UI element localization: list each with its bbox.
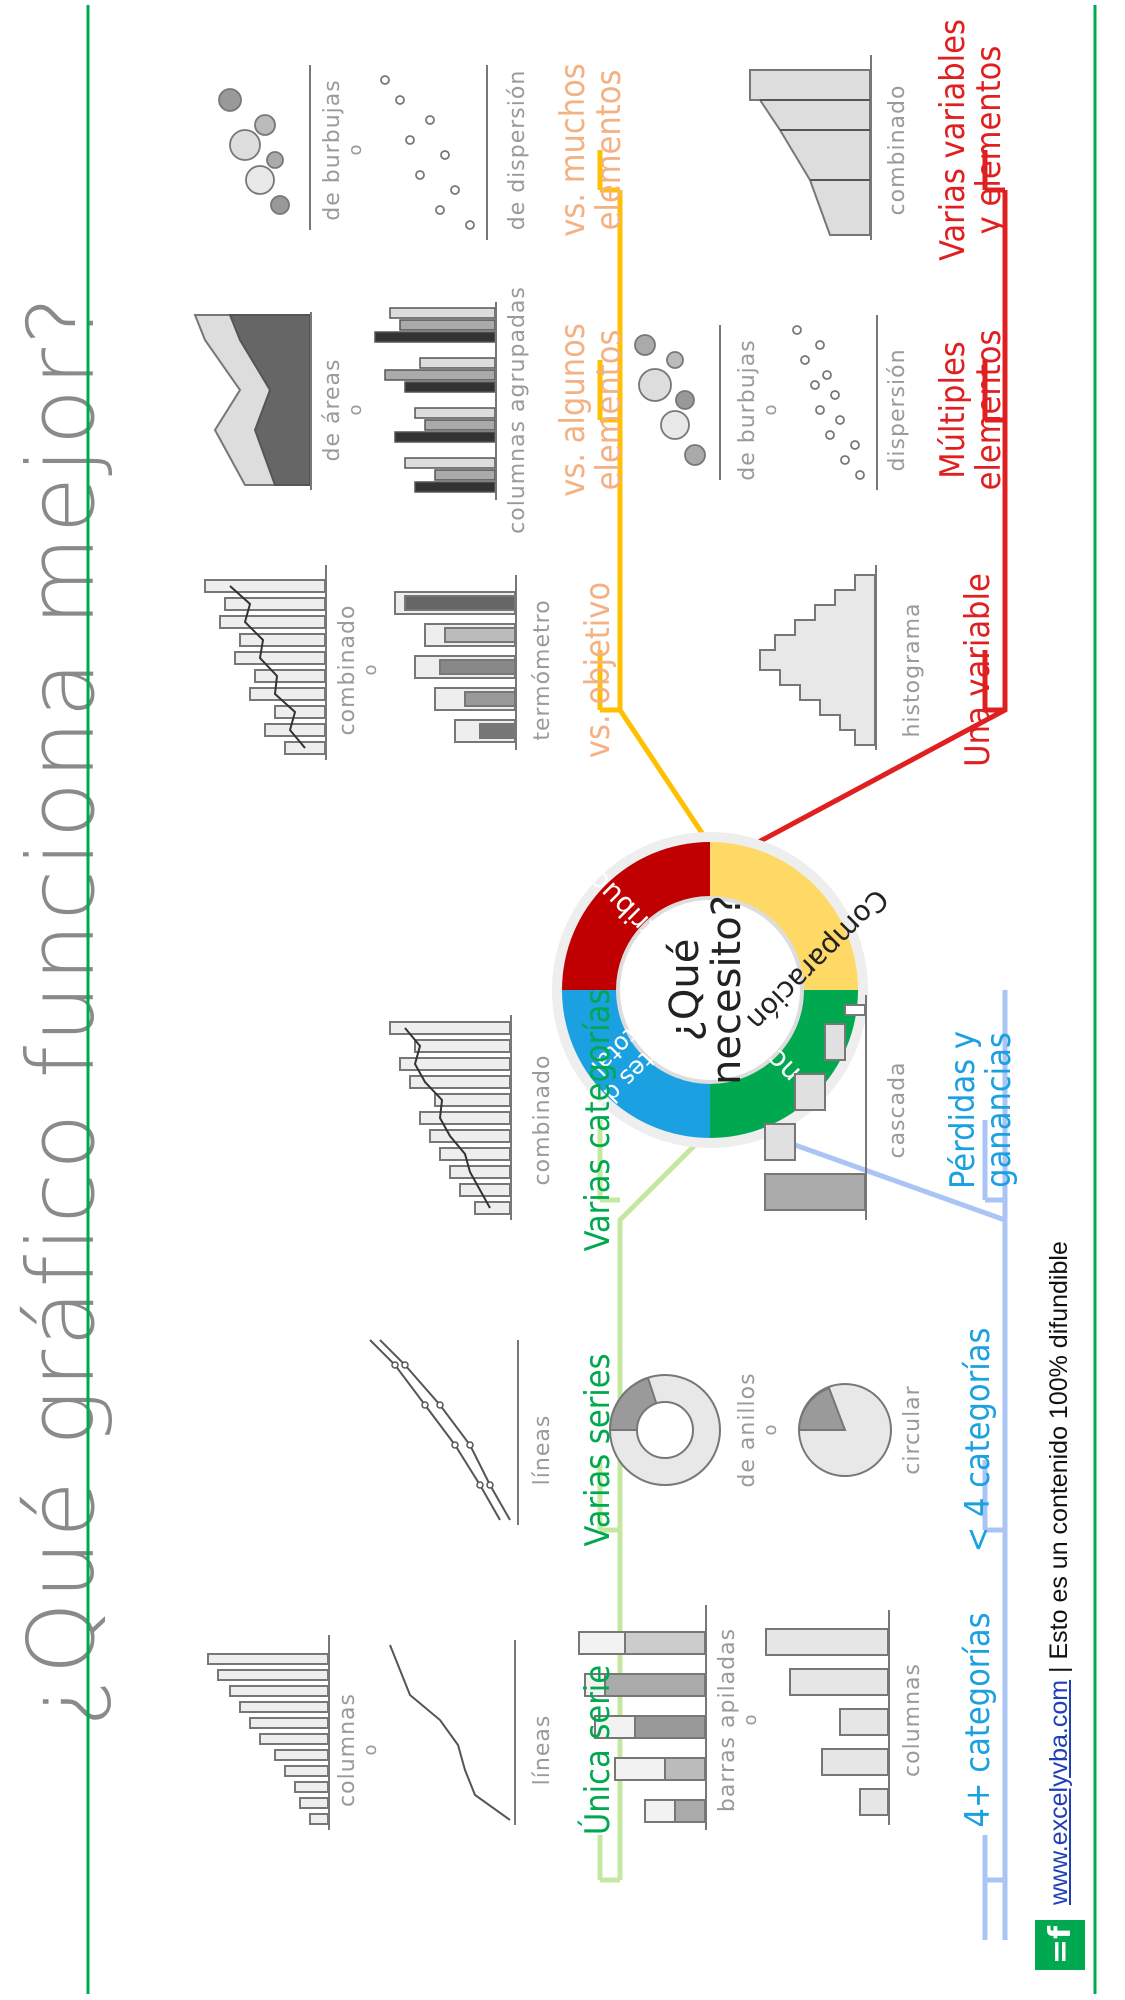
chart-combinado-tendencia-icon bbox=[389, 1015, 512, 1220]
chart-circular-icon bbox=[797, 1383, 892, 1477]
comparacion-connectors bbox=[597, 150, 723, 862]
footer-text: www.excelyvba.com | Esto es un contenido… bbox=[1045, 805, 1074, 1905]
chart-burbujas-comp-icon bbox=[218, 65, 311, 230]
chart-dispersion-icon bbox=[792, 315, 878, 490]
chart-de-areas-icon bbox=[193, 312, 312, 490]
chart-de-anillos-icon bbox=[608, 1374, 721, 1486]
chart-columnas-agrupadas-icon bbox=[374, 302, 497, 500]
chart-dispersion-comp-icon bbox=[380, 65, 488, 240]
tendencias-connectors bbox=[597, 1118, 722, 1883]
chart-columnas-icon bbox=[765, 1610, 890, 1825]
chart-termometro-icon bbox=[394, 575, 517, 750]
footer-link[interactable]: www.excelyvba.com bbox=[1045, 1679, 1073, 1905]
chart-combinado-dist-icon bbox=[749, 55, 872, 240]
chart-histograma-icon bbox=[759, 565, 877, 750]
distribucion-connectors bbox=[723, 150, 1008, 863]
footer-note: Esto es un contenido 100% difundible bbox=[1045, 1241, 1073, 1660]
footer-separator: | bbox=[1045, 1666, 1073, 1673]
chart-burbujas-icon bbox=[634, 325, 721, 480]
chart-barras-apiladas-icon bbox=[578, 1605, 707, 1830]
chart-cascada-icon bbox=[764, 995, 867, 1220]
chart-lineas-icon bbox=[389, 1640, 516, 1825]
hub-donut bbox=[552, 832, 868, 1148]
chart-lineas-series-icon bbox=[369, 1339, 519, 1525]
chart-combinado-comp-icon bbox=[204, 565, 327, 760]
chart-columnas-tendencia-icon bbox=[207, 1635, 330, 1830]
footer-logo: =f bbox=[1035, 1920, 1085, 1970]
partes-connectors bbox=[724, 990, 1008, 1940]
